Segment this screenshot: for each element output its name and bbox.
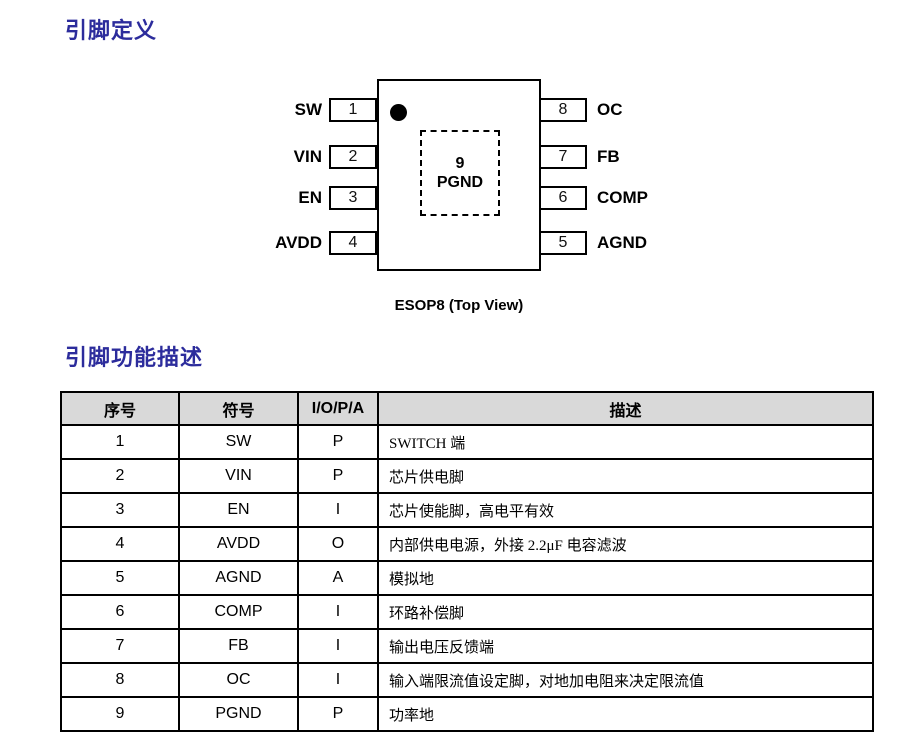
cell-number: 9: [60, 696, 180, 732]
pin-function-table: 序号 符号 I/O/P/A 描述 1 SW P SWITCH 端 2 VIN P…: [60, 391, 874, 732]
cell-description: 芯片使能脚，高电平有效: [377, 492, 874, 528]
cell-symbol: COMP: [178, 594, 299, 630]
pin-box-4: 4: [329, 231, 377, 255]
cell-number: 4: [60, 526, 180, 562]
table-row: 8 OC I 输入端限流值设定脚，对地加电阻来决定限流值: [60, 662, 874, 698]
cell-symbol: EN: [178, 492, 299, 528]
cell-iopa: P: [297, 458, 379, 494]
package-caption: ESOP8 (Top View): [394, 297, 524, 314]
table-row: 3 EN I 芯片使能脚，高电平有效: [60, 492, 874, 528]
cell-iopa: I: [297, 662, 379, 698]
table-row: 1 SW P SWITCH 端: [60, 424, 874, 460]
exposed-pad-name: PGND: [436, 173, 484, 191]
cell-description: 输出电压反馈端: [377, 628, 874, 664]
cell-description: 模拟地: [377, 560, 874, 596]
pin-function-title: 引脚功能描述: [65, 345, 204, 370]
cell-number: 3: [60, 492, 180, 528]
cell-number: 6: [60, 594, 180, 630]
table-row: 9 PGND P 功率地: [60, 696, 874, 732]
cell-iopa: O: [297, 526, 379, 562]
table-row: 4 AVDD O 内部供电电源，外接 2.2μF 电容滤波: [60, 526, 874, 562]
table-row: 6 COMP I 环路补偿脚: [60, 594, 874, 630]
cell-iopa: I: [297, 594, 379, 630]
table-row: 7 FB I 输出电压反馈端: [60, 628, 874, 664]
pin-label-fb: FB: [597, 147, 620, 166]
pin-box-3: 3: [329, 186, 377, 210]
cell-iopa: I: [297, 492, 379, 528]
cell-symbol: VIN: [178, 458, 299, 494]
pin-label-agnd: AGND: [597, 233, 648, 252]
pin-label-avdd: AVDD: [275, 233, 322, 252]
cell-iopa: A: [297, 560, 379, 596]
table-header-row: 序号 符号 I/O/P/A 描述: [60, 391, 874, 426]
pin1-indicator-dot: [390, 104, 407, 121]
cell-symbol: SW: [178, 424, 299, 460]
header-number: 序号: [60, 391, 180, 426]
pin-label-sw: SW: [294, 100, 322, 119]
cell-iopa: I: [297, 628, 379, 664]
cell-description: 输入端限流值设定脚，对地加电阻来决定限流值: [377, 662, 874, 698]
cell-number: 2: [60, 458, 180, 494]
table-row: 5 AGND A 模拟地: [60, 560, 874, 596]
header-iopa: I/O/P/A: [297, 391, 379, 426]
header-symbol: 符号: [178, 391, 299, 426]
cell-number: 8: [60, 662, 180, 698]
pin-definition-title: 引脚定义: [65, 18, 158, 43]
pin-box-5: 5: [539, 231, 587, 255]
cell-iopa: P: [297, 696, 379, 732]
cell-description: 内部供电电源，外接 2.2μF 电容滤波: [377, 526, 874, 562]
cell-number: 7: [60, 628, 180, 664]
pin-label-oc: OC: [597, 100, 623, 119]
pin-box-6: 6: [539, 186, 587, 210]
cell-symbol: OC: [178, 662, 299, 698]
table-row: 2 VIN P 芯片供电脚: [60, 458, 874, 494]
cell-iopa: P: [297, 424, 379, 460]
pin-box-1: 1: [329, 98, 377, 122]
header-description: 描述: [377, 391, 874, 426]
cell-description: SWITCH 端: [377, 424, 874, 460]
pin-box-7: 7: [539, 145, 587, 169]
cell-description: 功率地: [377, 696, 874, 732]
cell-number: 5: [60, 560, 180, 596]
pin-box-8: 8: [539, 98, 587, 122]
cell-description: 环路补偿脚: [377, 594, 874, 630]
cell-symbol: AVDD: [178, 526, 299, 562]
exposed-pad-number: 9: [455, 154, 465, 172]
pin-label-en: EN: [298, 188, 322, 207]
cell-symbol: FB: [178, 628, 299, 664]
cell-symbol: PGND: [178, 696, 299, 732]
cell-description: 芯片供电脚: [377, 458, 874, 494]
pin-box-2: 2: [329, 145, 377, 169]
exposed-pad: 9 PGND: [420, 130, 500, 216]
pin-label-comp: COMP: [597, 188, 648, 207]
pin-label-vin: VIN: [293, 147, 322, 166]
cell-number: 1: [60, 424, 180, 460]
cell-symbol: AGND: [178, 560, 299, 596]
